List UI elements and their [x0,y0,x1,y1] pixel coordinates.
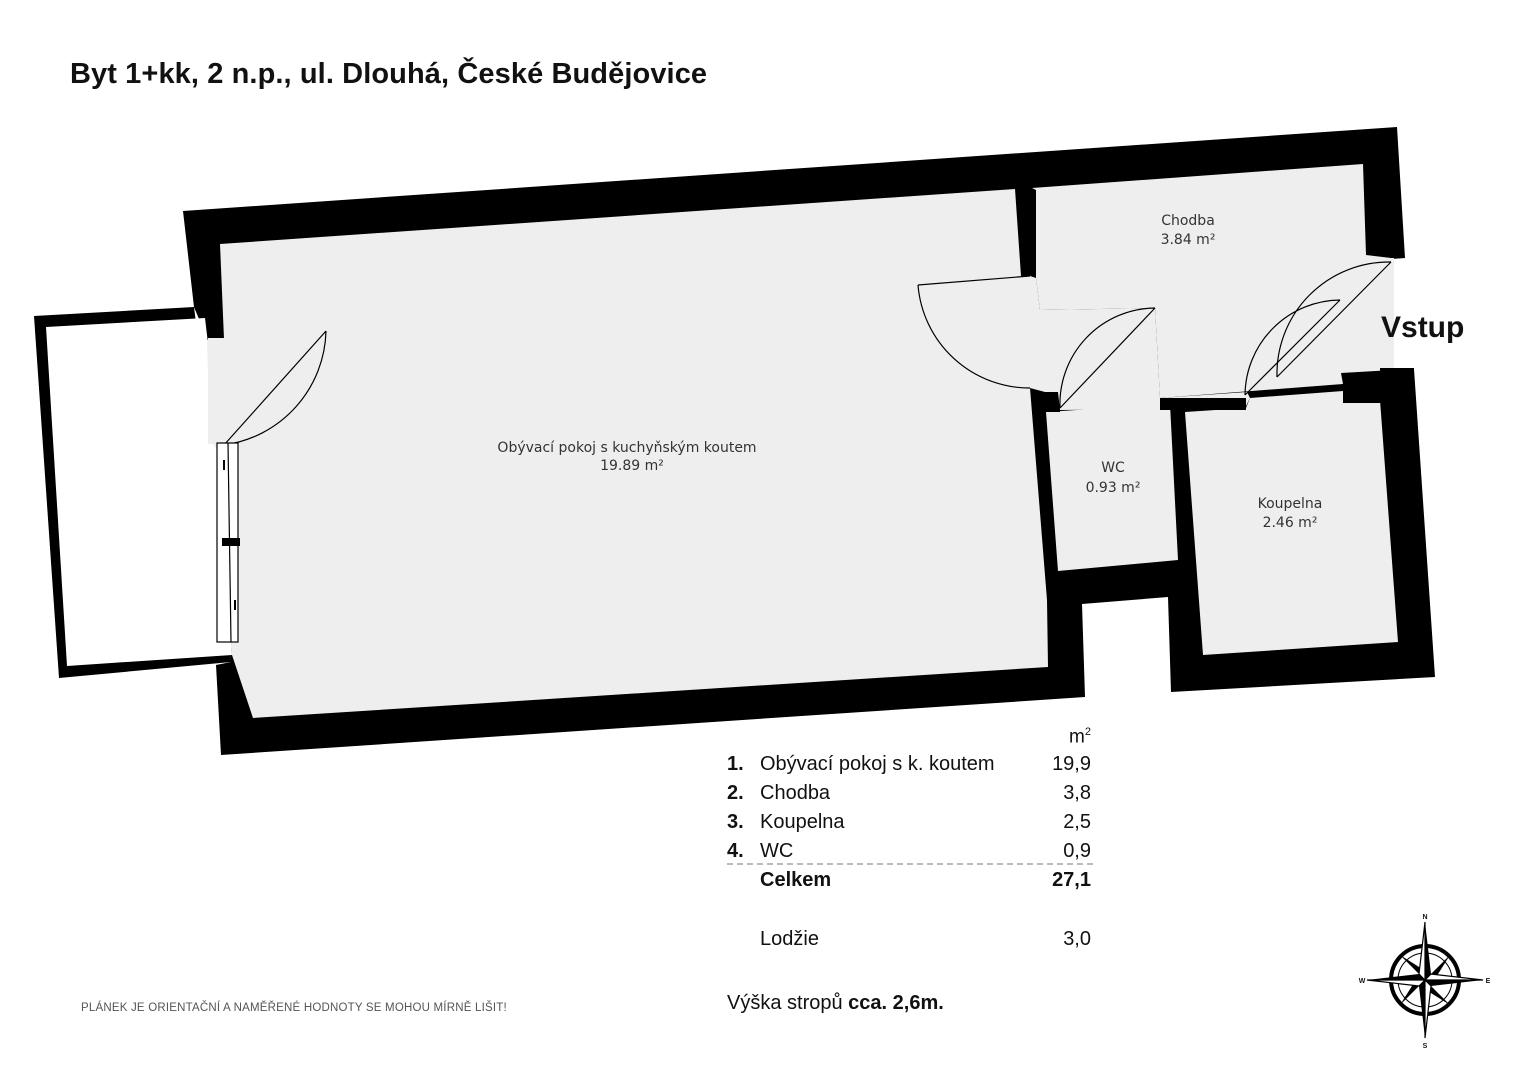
living-room-area: 19.89 m² [600,458,664,474]
table-row: 4. WC 0,9 [727,837,1093,866]
compass-e: E [1486,978,1491,985]
disclaimer-note: PLÁNEK JE ORIENTAČNÍ A NAMĚŘENÉ HODNOTY … [81,1002,507,1014]
page-title: Byt 1+kk, 2 n.p., ul. Dlouhá, České Budě… [70,58,708,90]
wc-floor [1046,404,1178,571]
area-table: m2 1. Obývací pokoj s k. koutem 19,9 2. … [727,726,1093,954]
hall-area: 3.84 m² [1161,232,1216,248]
entrance-label: Vstup [1381,311,1464,344]
table-total-row: Celkem 27,1 [760,869,1091,891]
table-row-loggia: Lodžie 3,0 [760,928,1091,950]
loggia-floor [46,318,232,666]
living-door-swing [917,275,1031,389]
bathroom-name: Koupelna [1258,496,1323,512]
hall-floor [1032,164,1393,398]
compass-s: S [1423,1043,1428,1050]
unit-label: m2 [1069,726,1091,748]
loggia-door-swing [223,330,327,446]
wc-door-swing [1059,307,1156,409]
compass-w: W [1359,978,1366,985]
living-room-floor [207,189,1048,718]
compass-rose-icon: N S E W [1359,914,1491,1050]
hall-name: Chodba [1161,213,1215,229]
bathroom-area: 2.46 m² [1263,515,1318,531]
wc-area: 0.93 m² [1086,480,1141,496]
table-row: 3. Koupelna 2,5 [727,811,1091,833]
compass-n: N [1422,914,1427,921]
wc-name: WC [1101,460,1125,476]
table-divider [727,863,1093,865]
hall-door-area [1030,276,1250,410]
table-row: 1. Obývací pokoj s k. koutem 19,9 [727,753,1091,775]
living-room-name: Obývací pokoj s kuchyňským koutem [497,440,756,456]
bathroom-floor [1185,391,1398,655]
table-row: 2. Chodba 3,8 [727,782,1091,804]
entrance-door-swing [1276,261,1392,378]
loggia-door-gap [208,338,226,444]
ceiling-height: Výška stropů cca. 2,6m. [727,992,944,1014]
bathroom-door-swing [1244,299,1341,396]
unit-row: m2 [727,726,1093,750]
entrance-gap [1366,258,1394,370]
